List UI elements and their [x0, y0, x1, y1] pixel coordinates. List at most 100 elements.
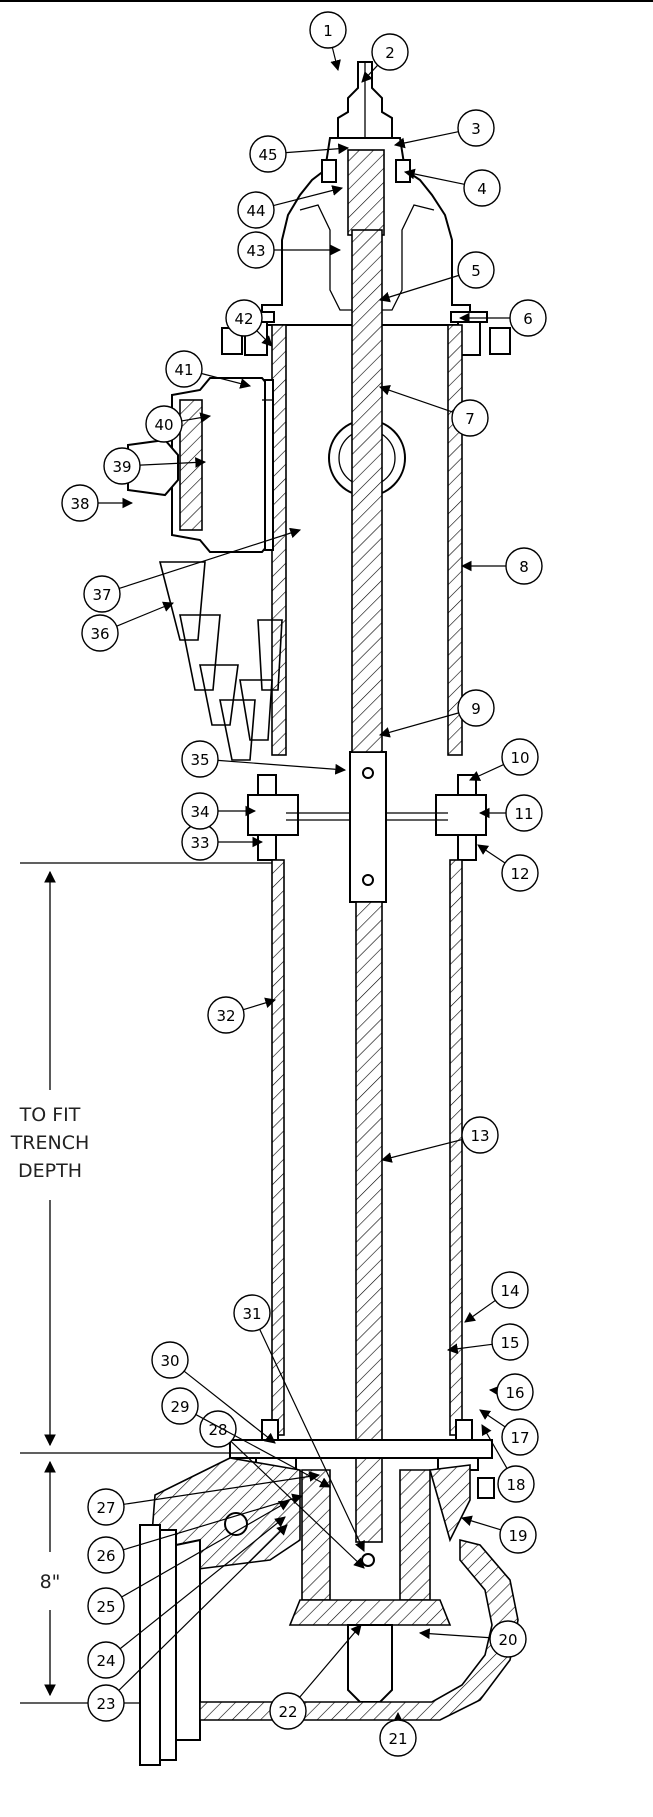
callout-leader-10 [469, 763, 504, 781]
callout-number-8: 8 [519, 558, 529, 576]
callout-circle-45 [249, 135, 287, 173]
callout-circle-41 [165, 350, 203, 388]
callout-circle-2 [371, 33, 409, 71]
callout-leader-19 [460, 1515, 501, 1531]
callout-number-28: 28 [208, 1421, 227, 1439]
callout-number-24: 24 [96, 1652, 115, 1670]
cap-chain [158, 561, 283, 761]
callout-number-44: 44 [246, 202, 265, 220]
callout-leader-32 [243, 997, 277, 1011]
callout-circle-44 [237, 191, 275, 229]
dimension-lines [20, 862, 272, 1704]
callout-leader-28 [230, 1440, 365, 1569]
callout-number-42: 42 [234, 310, 253, 328]
callout-leader-40 [181, 412, 212, 423]
callout-number-45: 45 [258, 146, 277, 164]
operating-stem [351, 229, 383, 1543]
callout-number-18: 18 [506, 1476, 525, 1494]
callout-circle-37 [83, 575, 121, 613]
callout-circle-3 [457, 109, 495, 147]
callout-number-2: 2 [385, 44, 395, 62]
callout-number-10: 10 [510, 749, 529, 767]
callout-leader-16 [488, 1385, 501, 1397]
callout-circle-14 [491, 1271, 529, 1309]
callout-number-41: 41 [174, 361, 193, 379]
callout-leader-22 [299, 1624, 362, 1698]
callout-number-38: 38 [70, 495, 89, 513]
callout-circle-18 [497, 1465, 535, 1503]
callout-leader-7 [378, 385, 454, 413]
callout-number-33: 33 [190, 834, 209, 852]
callout-circle-10 [501, 738, 539, 776]
callout-circle-32 [207, 996, 245, 1034]
callout-leader-45 [285, 143, 350, 155]
callout-leader-42 [256, 330, 273, 347]
callout-number-4: 4 [477, 180, 487, 198]
callout-leader-39 [139, 457, 207, 468]
callout-number-17: 17 [510, 1429, 529, 1447]
main-valve [288, 1469, 452, 1703]
trench-depth-label-1: TO FIT [19, 1104, 81, 1126]
trench-depth-label-2: TRENCH [10, 1132, 90, 1154]
callout-leader-15 [446, 1343, 493, 1355]
callout-number-1: 1 [323, 22, 333, 40]
callout-circle-25 [87, 1587, 125, 1625]
callout-number-39: 39 [112, 458, 131, 476]
callout-circle-28 [199, 1410, 237, 1448]
callout-circle-15 [491, 1323, 529, 1361]
callout-number-7: 7 [465, 410, 475, 428]
callout-circle-16 [496, 1373, 534, 1411]
callout-leader-27 [123, 1471, 321, 1505]
stem-coupling [349, 751, 387, 903]
callout-number-27: 27 [96, 1499, 115, 1517]
callout-number-30: 30 [160, 1352, 179, 1370]
callout-number-9: 9 [471, 700, 481, 718]
callout-number-23: 23 [96, 1695, 115, 1713]
callout-layer: 1234567891011121314151617181920212223242… [61, 11, 547, 1757]
callout-number-20: 20 [498, 1631, 517, 1649]
callout-number-40: 40 [154, 416, 173, 434]
callout-number-37: 37 [92, 586, 111, 604]
callout-leader-12 [477, 844, 506, 864]
callout-number-36: 36 [90, 625, 109, 643]
callout-leader-9 [378, 712, 459, 738]
callout-number-26: 26 [96, 1547, 115, 1565]
callout-circle-6 [509, 299, 547, 337]
callout-number-13: 13 [470, 1127, 489, 1145]
callout-circle-36 [81, 614, 119, 652]
callout-number-16: 16 [505, 1384, 524, 1402]
callout-circle-9 [457, 689, 495, 727]
callout-circle-24 [87, 1641, 125, 1679]
callout-leader-31 [259, 1329, 365, 1552]
callout-circle-26 [87, 1536, 125, 1574]
callout-leader-13 [380, 1138, 463, 1163]
callout-circle-27 [87, 1488, 125, 1526]
callout-circle-42 [225, 299, 263, 337]
callout-leader-26 [123, 1493, 304, 1551]
callout-number-32: 32 [216, 1007, 235, 1025]
callout-number-21: 21 [388, 1730, 407, 1748]
callout-circle-40 [145, 405, 183, 443]
callout-leader-30 [183, 1370, 276, 1444]
callout-leader-41 [201, 372, 252, 389]
callout-number-22: 22 [278, 1703, 297, 1721]
callout-leader-14 [464, 1299, 496, 1323]
callout-circle-43 [237, 231, 275, 269]
callout-circle-1 [309, 11, 347, 49]
callout-circle-22 [269, 1692, 307, 1730]
callout-circle-19 [499, 1516, 537, 1554]
callout-number-3: 3 [471, 120, 481, 138]
callout-number-35: 35 [190, 751, 209, 769]
callout-circle-4 [463, 169, 501, 207]
callout-leader-17 [479, 1409, 506, 1428]
callout-leader-23 [118, 1524, 288, 1691]
callout-number-11: 11 [514, 805, 533, 823]
callout-circle-34 [181, 792, 219, 830]
callout-number-25: 25 [96, 1598, 115, 1616]
callout-circle-31 [233, 1294, 271, 1332]
callout-circle-20 [489, 1620, 527, 1658]
callout-circle-38 [61, 484, 99, 522]
callout-leader-44 [273, 185, 344, 207]
callout-leader-4 [403, 168, 465, 185]
